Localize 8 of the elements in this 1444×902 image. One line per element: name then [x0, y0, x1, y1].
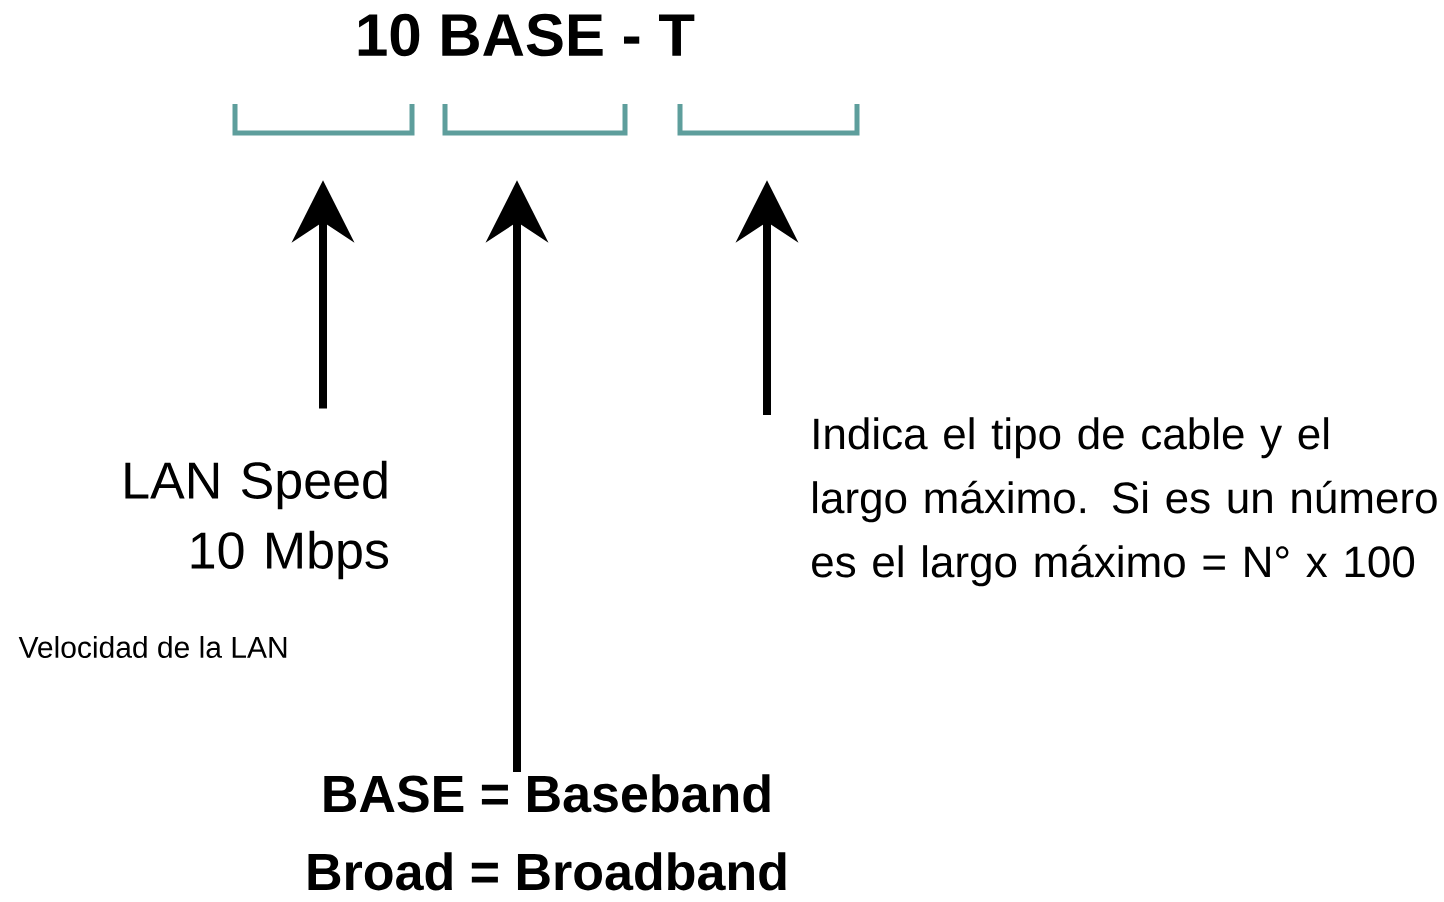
label-text: BASE = Baseband Broad = Broadband: [308, 774, 786, 891]
bracket: [232, 104, 415, 136]
bracket: [677, 104, 860, 136]
bracket: [442, 104, 628, 136]
note-text: Velocidad de la LAN: [18, 636, 287, 658]
heading: 10 BASE - T: [358, 13, 695, 57]
label-text: LAN Speed 10 Mbps: [125, 460, 389, 580]
label-text: Indica el tipo de cable y el largo máximo. Si es un número es el largo máximo = N° x 100: [812, 417, 1437, 587]
